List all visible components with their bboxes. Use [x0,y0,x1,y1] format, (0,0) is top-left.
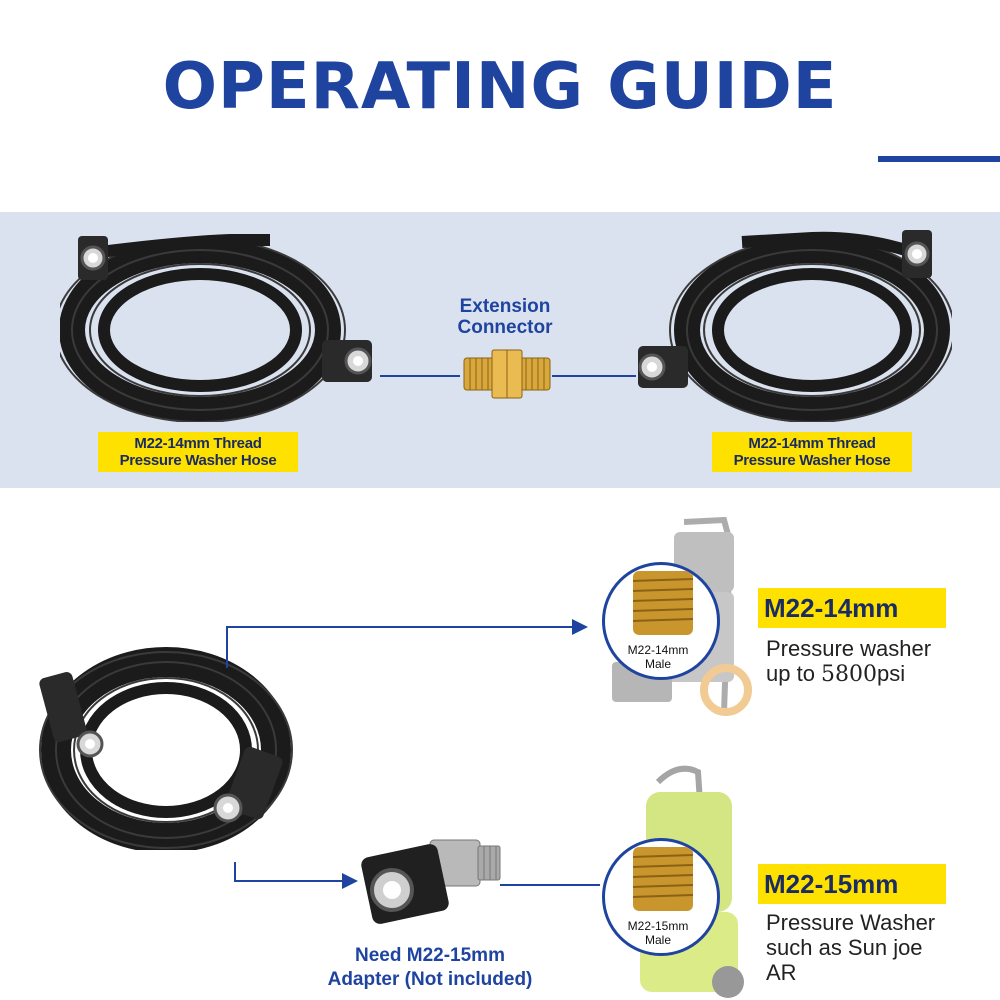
title-underline [878,156,1000,162]
extension-connector-title: Extension Connector [420,296,590,338]
adapter-note: Need M22-15mm Adapter (Not included) [300,944,560,992]
m22-14mm-circle-label-1: M22-14mm [627,643,689,657]
arrow-head-right-icon [572,619,588,635]
m22-14mm-circle-label-2: Male [644,657,671,671]
arrow-up-stem [226,626,228,668]
page-title: OPERATING GUIDE [162,50,838,124]
adapter-note-line2: Adapter (Not included) [327,969,533,990]
m22-15mm-adapter-image [361,839,501,924]
psi-unit: psi [877,661,906,686]
m22-14mm-description: Pressure washer up to 5800psi [766,636,996,687]
m22-14mm-desc-line1: Pressure washer [766,636,932,661]
arrow-down-stem [234,862,236,882]
left-hose-label: M22-14mm Thread Pressure Washer Hose [98,432,298,472]
right-hose-coil-image [638,230,952,422]
connector-line-right [552,375,636,377]
m22-15mm-fitting-circle: M22-15mm Male [602,838,720,956]
m22-15mm-circle-label-2: Male [644,933,671,947]
arrow-to-m22-14-line [226,626,574,628]
left-hose-label-text: M22-14mm Thread Pressure Washer Hose [119,435,277,469]
m22-14mm-desc-line2: up to 5800psi [766,661,996,687]
brass-extension-connector-image [463,349,551,399]
brass-fitting-15mm-image [632,847,694,911]
arrow-head-right-icon [342,873,358,889]
m22-14mm-fitting-circle: M22-14mm Male [602,562,720,680]
connector-line-left [380,375,460,377]
bottom-hose-coil-image [39,647,293,850]
m22-15mm-desc-line3: AR [766,960,797,985]
m22-15mm-desc-line1: Pressure Washer [766,910,936,935]
adapter-note-line1: Need M22-15mm [355,945,505,966]
psi-value: 5800 [821,662,878,687]
right-hose-label: M22-14mm Thread Pressure Washer Hose [712,432,912,472]
brass-fitting-14mm-image [632,571,694,635]
m22-15mm-desc-line2: such as Sun joe [766,935,923,960]
m22-15mm-circle-label-1: M22-15mm [627,919,689,933]
m22-14mm-desc-prefix: up to [766,661,822,686]
m22-15mm-description: Pressure Washer such as Sun joe AR [766,910,996,985]
extension-connector-text: Extension Connector [457,296,553,338]
m22-15mm-tag: M22-15mm [758,864,946,904]
m22-14mm-tag: M22-14mm [758,588,946,628]
adapter-to-m22-15-line [500,884,600,886]
left-hose-coil-image [60,234,372,422]
arrow-to-adapter-line [234,880,344,882]
right-hose-label-text: M22-14mm Thread Pressure Washer Hose [733,435,891,469]
